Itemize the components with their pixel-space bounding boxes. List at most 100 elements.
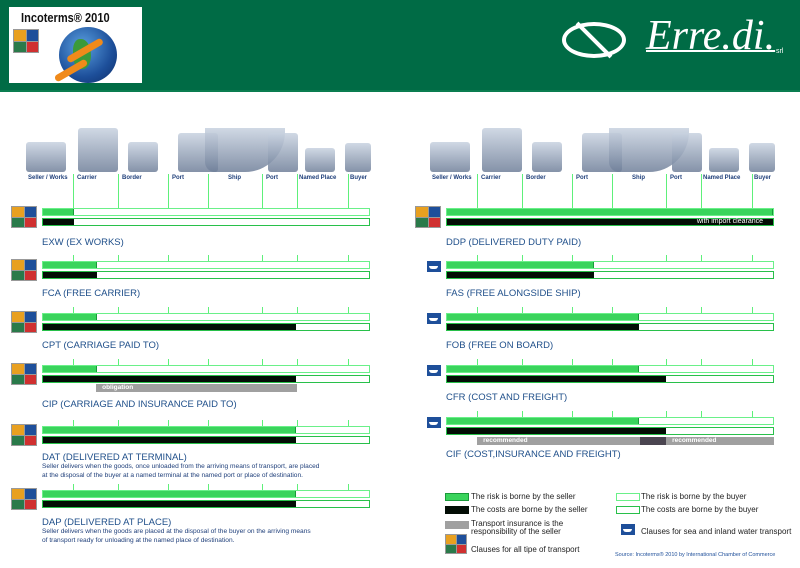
- stage-divider: [700, 174, 702, 208]
- stage-tick: [477, 255, 479, 261]
- stage-tick: [522, 359, 524, 365]
- stage-tick: [611, 411, 613, 417]
- stage-label: Port: [172, 175, 184, 181]
- customs-icon: [128, 142, 158, 172]
- stage-divider: [666, 174, 668, 208]
- stage-tick: [522, 307, 524, 313]
- stage-label: Port: [266, 175, 278, 181]
- stage-tick: [752, 411, 754, 417]
- term-title: FCA (FREE CARRIER): [42, 288, 141, 299]
- stage-divider: [571, 174, 573, 208]
- plane-truck-icon: [482, 128, 522, 172]
- stage-tick: [262, 420, 264, 426]
- stage-divider: [611, 174, 613, 208]
- stage-tick: [296, 359, 298, 365]
- risk-bar: [42, 490, 370, 498]
- term-title: CIP (CARRIAGE AND INSURANCE PAID TO): [42, 399, 237, 410]
- term-title: CPT (CARRIAGE PAID TO): [42, 340, 160, 351]
- legend-buyer-cost: The costs are borne by the buyer: [641, 505, 759, 514]
- erredi-logo: Erre.di. srl: [560, 10, 800, 70]
- source-note: Source: Incoterms® 2010 by International…: [615, 552, 776, 558]
- stage-tick: [118, 255, 120, 261]
- stage-label: Port: [576, 175, 588, 181]
- term-title: FOB (FREE ON BOARD): [446, 340, 554, 351]
- stage-tick: [522, 255, 524, 261]
- stage-tick: [666, 359, 668, 365]
- all-modes-icon: [11, 311, 37, 333]
- stage-tick: [296, 484, 298, 490]
- stage-tick: [296, 255, 298, 261]
- term-title: DDP (DELIVERED DUTY PAID): [446, 237, 582, 248]
- cost-bar: [42, 271, 370, 279]
- term-title: DAT (DELIVERED AT TERMINAL): [42, 452, 187, 463]
- stage-tick: [611, 307, 613, 313]
- all-modes-icon: [11, 206, 37, 228]
- stage-tick: [571, 255, 573, 261]
- seller-risk-fill: [43, 314, 97, 320]
- insurance-bar: obligation: [96, 384, 297, 392]
- logo-title: Incoterms® 2010: [21, 10, 110, 25]
- term-title: FAS (FREE ALONGSIDE SHIP): [446, 288, 581, 299]
- brand-name: Erre.di.: [646, 13, 776, 59]
- stage-label: Carrier: [77, 175, 97, 181]
- risk-bar: [42, 365, 370, 373]
- stage-divider: [522, 174, 524, 208]
- stage-label: Named Place: [299, 175, 337, 181]
- stage-tick: [571, 359, 573, 365]
- seller-cost-fill: [447, 272, 594, 278]
- stage-tick: [477, 411, 479, 417]
- stage-tick: [611, 255, 613, 261]
- legend-insurance-2: responsibility of the seller: [471, 527, 561, 536]
- transport-modes-icon: [13, 29, 39, 53]
- header-banner: Incoterms® 2010 Erre.di. srl: [0, 0, 800, 92]
- seller-cost-fill: [43, 272, 97, 278]
- risk-bar: [446, 208, 774, 216]
- cost-bar: [446, 323, 774, 331]
- stage-tick: [167, 255, 169, 261]
- term-description: Seller delivers when the goods, once unl…: [42, 463, 320, 470]
- stage-label: Seller / Works: [28, 175, 68, 181]
- stage-tick: [73, 420, 75, 426]
- risk-bar: [42, 261, 370, 269]
- all-modes-icon: [11, 259, 37, 281]
- stage-tick: [571, 307, 573, 313]
- stage-divider: [118, 174, 120, 208]
- legend-seller-cost-swatch: [445, 506, 469, 514]
- stage-divider: [262, 174, 264, 208]
- stage-label: Ship: [228, 175, 241, 181]
- term-description: at the disposal of the buyer at a named …: [42, 472, 303, 479]
- stage-tick: [167, 307, 169, 313]
- brand-globe-icon: [562, 22, 626, 58]
- seller-cost-fill: [43, 501, 297, 507]
- cost-bar: [42, 323, 370, 331]
- legend-seller-risk: The risk is borne by the seller: [471, 492, 576, 501]
- seller-cost-fill: [447, 219, 773, 225]
- stage-tick: [118, 307, 120, 313]
- term-title: CIF (COST,INSURANCE AND FREIGHT): [446, 449, 621, 460]
- stage-tick: [118, 484, 120, 490]
- seller-risk-fill: [43, 427, 297, 433]
- stage-tick: [700, 411, 702, 417]
- crane-icon: [268, 133, 298, 172]
- legend-insurance-swatch: [445, 521, 469, 529]
- stage-divider: [207, 174, 209, 208]
- cost-bar: [446, 427, 774, 435]
- all-modes-icon: [11, 424, 37, 446]
- sea-transport-icon: [427, 313, 441, 324]
- risk-bar: [42, 313, 370, 321]
- stage-label: Border: [122, 175, 142, 181]
- factory-icon: [430, 142, 470, 172]
- stage-tick: [262, 484, 264, 490]
- cost-bar: [42, 218, 370, 226]
- insurance-bar: recommended: [477, 437, 640, 445]
- stage-divider: [296, 174, 298, 208]
- stage-tick: [700, 307, 702, 313]
- stage-divider: [167, 174, 169, 208]
- stage-tick: [477, 307, 479, 313]
- seller-cost-fill: [43, 324, 297, 330]
- stage-tick: [207, 484, 209, 490]
- term-title: CFR (COST AND FREIGHT): [446, 392, 568, 403]
- risk-bar: [446, 365, 774, 373]
- legend-buyer-risk-swatch: [616, 493, 640, 501]
